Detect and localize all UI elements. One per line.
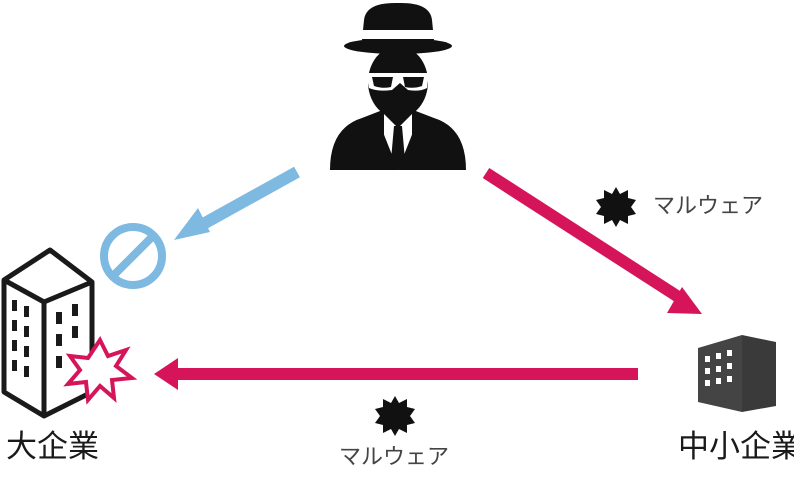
malware-icon [375, 396, 415, 436]
small-building-icon [698, 335, 776, 412]
malware-label-bottom: マルウェア [339, 445, 450, 470]
large-enterprise-label: 大企業 [6, 429, 99, 465]
prohibited-icon [100, 223, 166, 289]
malware-arrow-to-sme [482, 167, 702, 314]
malware-icon [596, 187, 636, 227]
blocked-arrow [174, 166, 300, 240]
malware-arrow-to-large [154, 358, 638, 390]
sme-label: 中小企業 [678, 429, 794, 465]
hacker-icon [330, 2, 466, 170]
explosion-icon [63, 336, 138, 405]
office-building-icon [1, 247, 95, 419]
malware-label-top: マルウェア [653, 194, 764, 219]
